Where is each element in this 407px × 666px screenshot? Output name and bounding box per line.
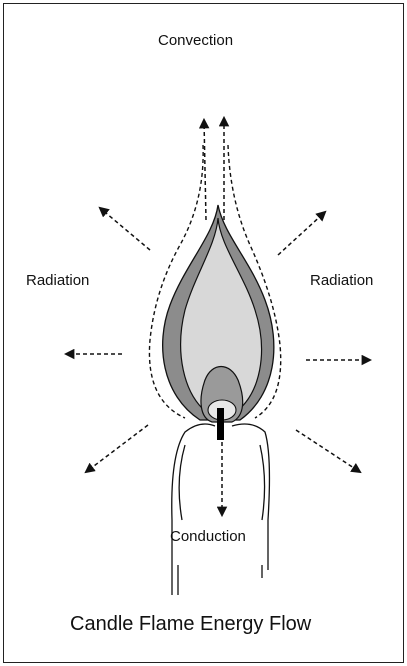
radiation-left-label: Radiation xyxy=(26,272,89,289)
convection-label: Convection xyxy=(158,32,233,49)
conduction-label: Conduction xyxy=(170,528,246,545)
convection-arrows xyxy=(204,118,224,220)
candle-body xyxy=(172,424,270,595)
radiation-right-label: Radiation xyxy=(310,272,373,289)
diagram-title: Candle Flame Energy Flow xyxy=(70,613,311,636)
wick xyxy=(217,408,224,440)
candle-base-lines xyxy=(178,565,262,595)
